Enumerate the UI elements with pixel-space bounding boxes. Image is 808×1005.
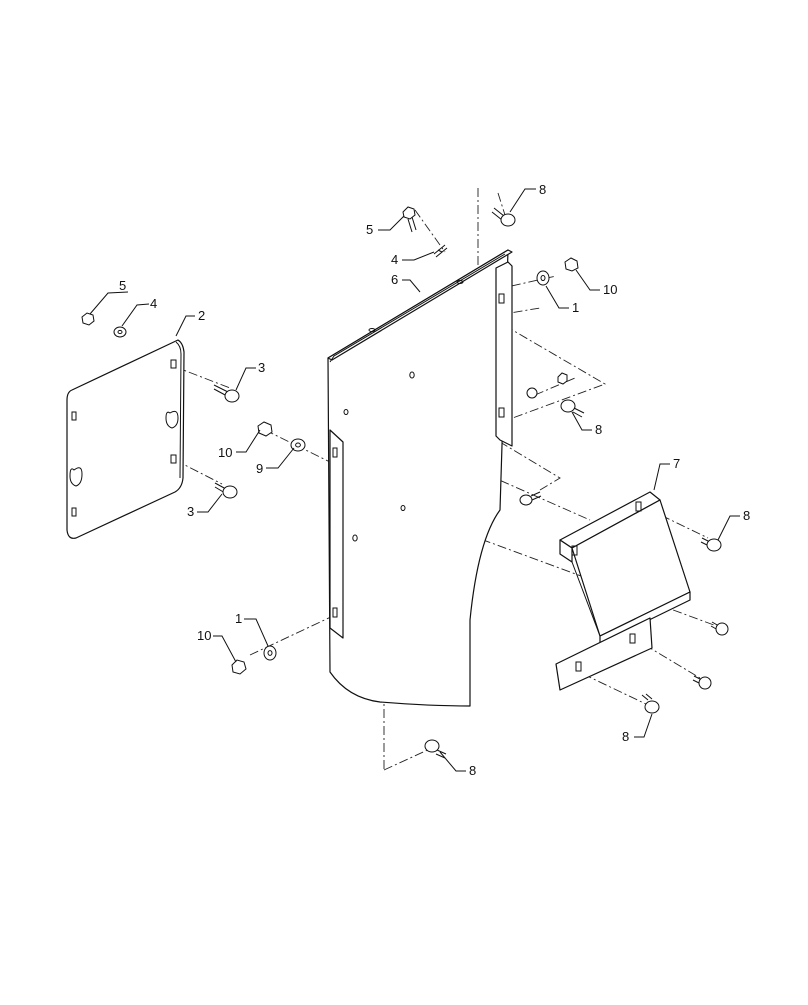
callout-6: 6 [391,272,398,287]
carriage-bolt-icon [692,675,712,690]
callout-4-left: 4 [150,296,157,311]
carriage-bolt-icon [560,399,585,418]
callout-8-lower: 8 [622,729,629,744]
lock-washer-icon [433,244,448,258]
callout-10-left: 10 [197,628,211,643]
carriage-bolt-icon [424,739,447,759]
callout-labels: 5 4 2 3 10 9 3 5 4 6 8 10 1 8 7 8 1 10 8… [119,182,750,778]
hex-nut-icon [81,312,95,326]
washer-icon [526,387,538,399]
flange-nut-icon [564,257,579,272]
carriage-bolt-icon [700,537,722,552]
callout-4-top: 4 [391,252,398,267]
callout-10-top: 10 [603,282,617,297]
callout-10-mid: 10 [218,445,232,460]
callout-9: 9 [256,461,263,476]
carriage-bolt-icon [491,207,516,227]
flange-nut-icon [257,421,273,437]
hex-nut-icon [557,372,568,385]
carriage-bolt-icon [519,491,542,506]
callout-1-left: 1 [235,611,242,626]
carriage-bolt-icon [214,482,238,499]
callout-8-top: 8 [539,182,546,197]
carriage-bolt-icon [213,384,240,403]
flange-nut-icon [231,659,247,675]
callout-2: 2 [198,308,205,323]
leader-lines [89,188,740,772]
hardware [81,206,729,759]
callout-1-right: 1 [572,300,579,315]
callout-5-left: 5 [119,278,126,293]
main-shield-part-6 [327,249,513,707]
callout-7: 7 [673,456,680,471]
callout-8-bottom: 8 [469,763,476,778]
callout-3-top: 3 [258,360,265,375]
bracket-part-7 [555,491,691,691]
carriage-bolt-icon [641,693,660,714]
cover-panel-part-2 [66,339,185,539]
callout-3-bottom: 3 [187,504,194,519]
callout-5-top: 5 [366,222,373,237]
callout-8-right-mid: 8 [595,422,602,437]
carriage-bolt-icon [710,621,729,636]
hex-bolt-icon [402,206,417,233]
callout-8-bracket: 8 [743,508,750,523]
